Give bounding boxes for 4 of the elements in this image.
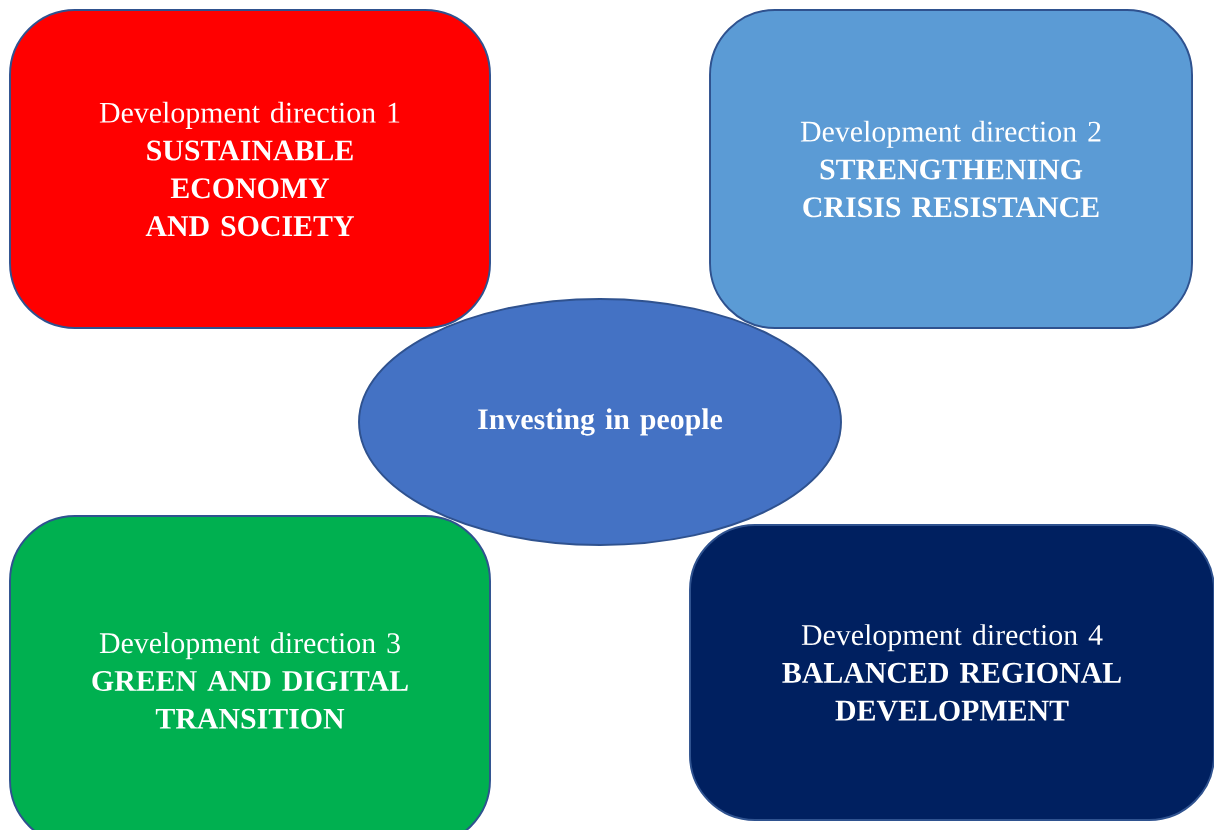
rounded-box: Development direction 1 SUSTAINABLE ECONOMY AND SOCIETY — [9, 9, 491, 329]
rounded-box: Development direction 4 BALANCED REGIONAL DEVELOPMENT — [689, 524, 1214, 821]
rounded-box: Development direction 2 STRENGTHENING CRISIS RESISTANCE — [709, 9, 1193, 329]
rounded-box: Development direction 3 GREEN AND DIGITAL TRANSITION — [9, 515, 491, 830]
